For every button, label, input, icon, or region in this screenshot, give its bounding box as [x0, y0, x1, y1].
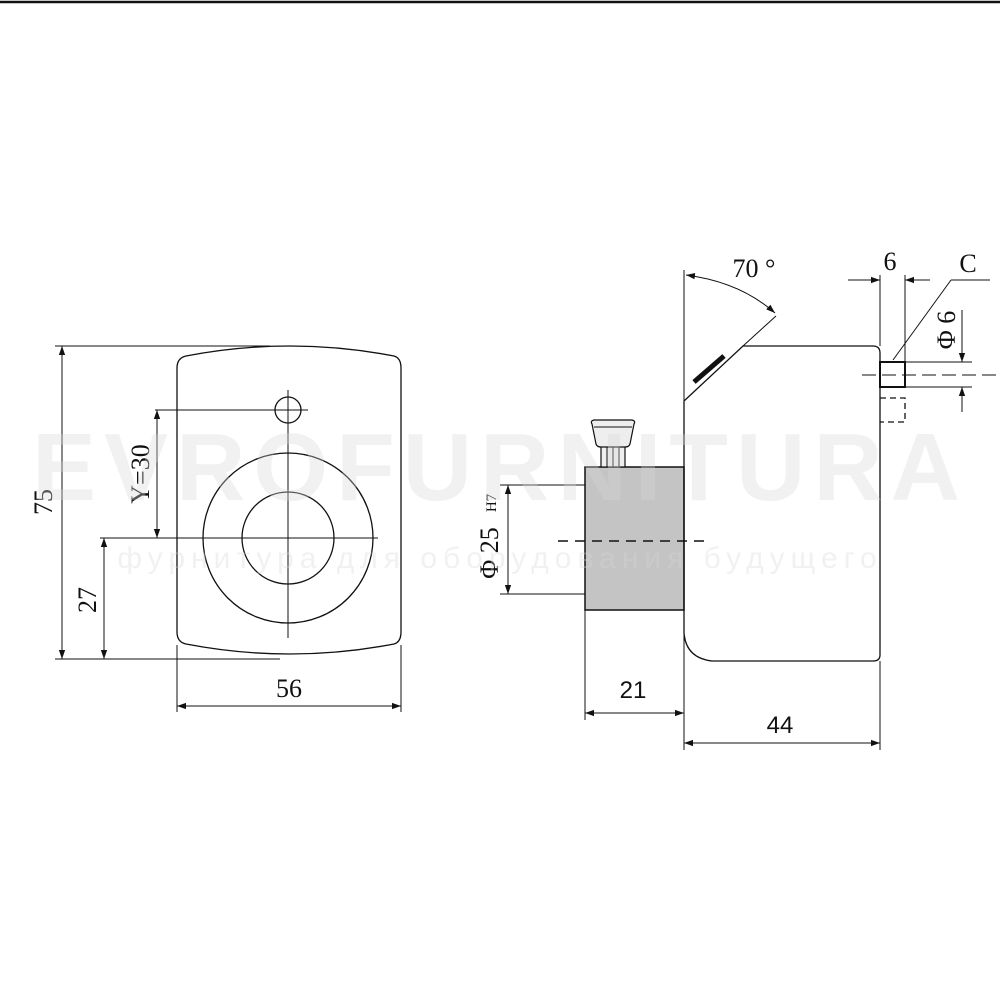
dim-hole-offset-label: Y=30 [126, 444, 155, 503]
slope-detail [692, 354, 726, 384]
dim-bore-label: Φ 25 [475, 527, 504, 579]
pin-hidden [880, 397, 906, 423]
dim-center-height-label: 27 [73, 587, 102, 613]
watermark: EVROFURNITURA фурнитура для оборудования… [32, 414, 968, 575]
dim-pin-dia-label: Φ 6 [932, 311, 961, 350]
chamfer-label: C [959, 249, 976, 278]
dim-hub-length-label: 21 [620, 677, 647, 704]
dim-height-label: 75 [29, 489, 58, 515]
set-screw [590, 419, 636, 468]
watermark-brand: EVROFURNITURA [32, 414, 968, 521]
angle-ext-slope [742, 315, 777, 347]
chamfer-leader [892, 279, 952, 361]
angle-arc [685, 273, 776, 314]
front-view: 75 Y=30 27 56 [29, 345, 402, 712]
dim-bore-tolerance: H7 [484, 493, 500, 512]
angle-label: 70 ° [733, 254, 776, 283]
hub [584, 466, 685, 611]
dim-body-length-label: 44 [767, 712, 794, 739]
dim-pin-width-label: 6 [884, 247, 897, 276]
watermark-tagline: фурнитура для оборудования будущего [117, 542, 882, 575]
front-outline [176, 345, 402, 655]
dim-width-label: 56 [276, 674, 302, 703]
body-outline [683, 345, 881, 662]
side-view: 70 ° 6 C Φ 6 Φ 25 H7 21 44 [475, 247, 1000, 750]
